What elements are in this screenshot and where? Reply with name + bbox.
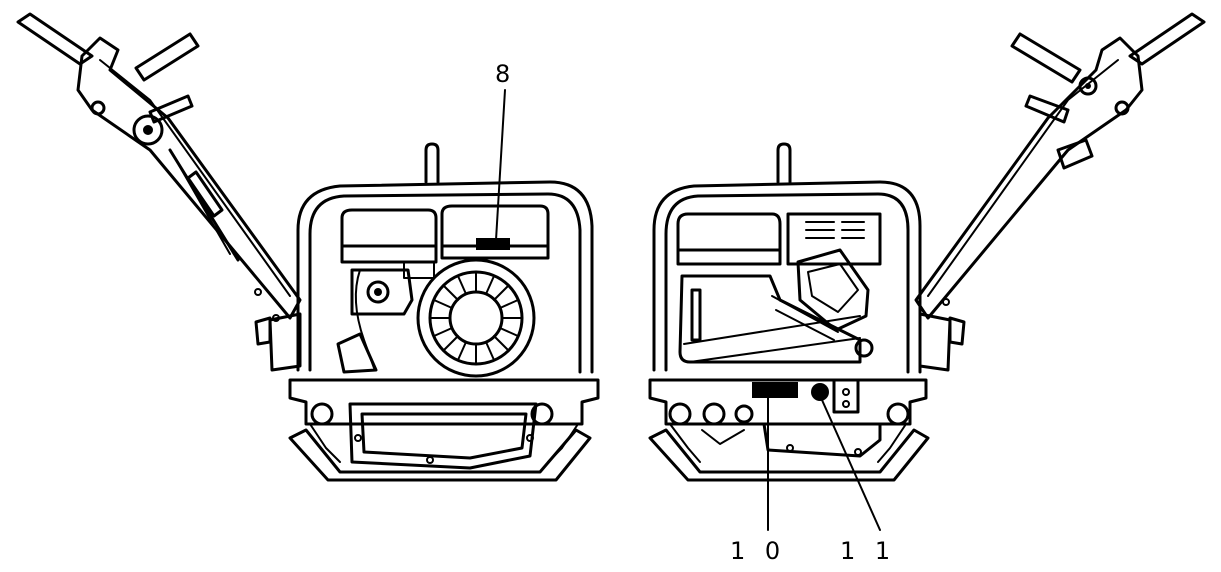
right-machine-view [648, 12, 1206, 482]
left-base-plate [288, 378, 600, 482]
callout-label-10: 1 0 [730, 537, 787, 565]
left-machine-view [16, 12, 600, 482]
right-label-plate-10 [752, 382, 798, 398]
leader-line-8 [495, 89, 506, 241]
left-engine-label-plate [476, 238, 510, 250]
left-engine [336, 204, 550, 378]
callout-label-11: 1 1 [840, 537, 897, 565]
left-handle-grip [16, 12, 200, 124]
callout-label-8: 8 [495, 60, 517, 88]
leader-lines [495, 89, 881, 531]
left-handle-bar [76, 36, 302, 322]
right-label-disc-11 [811, 383, 829, 401]
right-base-plate [648, 378, 930, 482]
right-handle-bar [914, 36, 1144, 320]
leader-line-11 [821, 399, 881, 531]
right-frame [652, 142, 966, 374]
right-engine [676, 212, 882, 364]
left-frame [254, 142, 594, 374]
